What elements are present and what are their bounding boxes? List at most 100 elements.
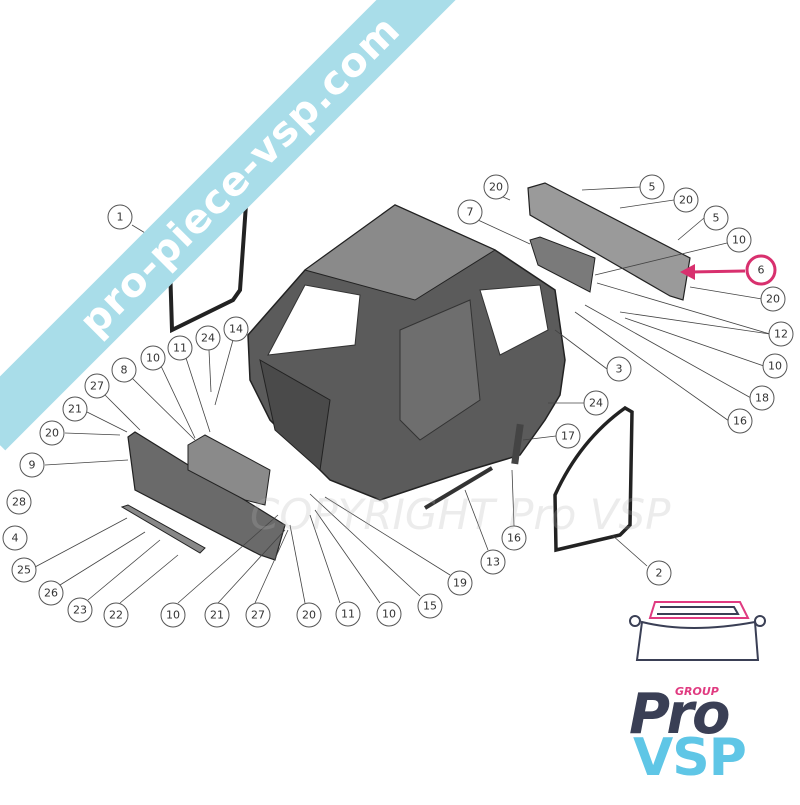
callout-label: 11 <box>173 342 187 355</box>
callout-24[interactable]: 24 <box>583 390 609 416</box>
rear-spoiler-part-6 <box>527 182 691 301</box>
callout-27[interactable]: 27 <box>84 373 110 399</box>
callout-16[interactable]: 16 <box>501 525 527 551</box>
callout-7[interactable]: 7 <box>457 199 483 225</box>
highlight-arrow <box>680 264 746 280</box>
front-bumper-part-9 <box>127 431 286 561</box>
callout-label: 2 <box>656 567 663 580</box>
callout-label: 25 <box>17 564 31 577</box>
callout-12[interactable]: 12 <box>768 321 794 347</box>
callout-10[interactable]: 10 <box>160 602 186 628</box>
callout-11[interactable]: 11 <box>335 601 361 627</box>
callout-25[interactable]: 25 <box>11 557 37 583</box>
callout-13[interactable]: 13 <box>480 549 506 575</box>
pillar-trim-part-17 <box>511 423 524 465</box>
callout-5[interactable]: 5 <box>639 174 665 200</box>
callout-label: 10 <box>732 234 746 247</box>
callout-label: 20 <box>766 293 780 306</box>
callout-19[interactable]: 19 <box>447 570 473 596</box>
callout-17[interactable]: 17 <box>555 423 581 449</box>
callout-label: 10 <box>146 352 160 365</box>
callout-10[interactable]: 10 <box>140 345 166 371</box>
spoiler-bracket-part-7 <box>529 236 596 293</box>
lower-grille-strip <box>120 504 206 554</box>
callout-15[interactable]: 15 <box>417 593 443 619</box>
callout-20[interactable]: 20 <box>39 420 65 446</box>
callout-label: 5 <box>713 212 720 225</box>
callout-21[interactable]: 21 <box>62 396 88 422</box>
callout-label: 10 <box>382 608 396 621</box>
logo-car-icon <box>629 601 766 661</box>
callout-27[interactable]: 27 <box>245 602 271 628</box>
callout-label: 22 <box>109 609 123 622</box>
callout-label: 7 <box>467 206 474 219</box>
callout-label: 6 <box>758 264 765 277</box>
callout-label: 21 <box>210 609 224 622</box>
callout-label: 24 <box>201 332 215 345</box>
callout-9[interactable]: 9 <box>19 452 45 478</box>
callout-26[interactable]: 26 <box>38 580 64 606</box>
callout-label: 21 <box>68 403 82 416</box>
logo-pro-text: Pro <box>629 682 730 747</box>
callout-label: 20 <box>45 427 59 440</box>
callout-label: 9 <box>29 459 36 472</box>
callout-4[interactable]: 4 <box>2 525 28 551</box>
pro-vsp-logo: GROUP Pro VSP <box>615 590 785 790</box>
callout-21[interactable]: 21 <box>204 602 230 628</box>
callout-10[interactable]: 10 <box>726 227 752 253</box>
callout-16[interactable]: 16 <box>727 408 753 434</box>
callout-label: 27 <box>251 609 265 622</box>
callout-label: 20 <box>489 181 503 194</box>
callout-label: 13 <box>486 556 500 569</box>
callout-label: 20 <box>679 194 693 207</box>
highlighted-callout-6[interactable]: 6 <box>745 254 777 286</box>
callout-23[interactable]: 23 <box>67 597 93 623</box>
callout-label: 1 <box>117 211 124 224</box>
callout-11[interactable]: 11 <box>167 335 193 361</box>
callout-20[interactable]: 20 <box>673 187 699 213</box>
callout-1[interactable]: 1 <box>107 204 133 230</box>
callout-22[interactable]: 22 <box>103 602 129 628</box>
callout-20[interactable]: 20 <box>296 602 322 628</box>
door-seal-part-2 <box>553 405 634 553</box>
callout-28[interactable]: 28 <box>6 489 32 515</box>
callout-label: 23 <box>73 604 87 617</box>
copyright-watermark: COPYRIGHT Pro VSP <box>250 490 671 539</box>
callout-label: 3 <box>616 363 623 376</box>
callout-label: 10 <box>768 360 782 373</box>
callout-label: 5 <box>649 181 656 194</box>
logo-vsp-text: VSP <box>633 728 747 788</box>
front-module-part-8 <box>187 434 271 506</box>
callout-label: 12 <box>774 328 788 341</box>
callout-label: 16 <box>733 415 747 428</box>
callout-24[interactable]: 24 <box>195 325 221 351</box>
callout-18[interactable]: 18 <box>749 385 775 411</box>
callout-3[interactable]: 3 <box>606 356 632 382</box>
callout-10[interactable]: 10 <box>762 353 788 379</box>
callout-8[interactable]: 8 <box>111 357 137 383</box>
callout-2[interactable]: 2 <box>646 560 672 586</box>
callout-label: 16 <box>507 532 521 545</box>
callout-label: 11 <box>341 608 355 621</box>
callout-label: 18 <box>755 392 769 405</box>
callout-14[interactable]: 14 <box>223 316 249 342</box>
callout-label: 27 <box>90 380 104 393</box>
callout-label: 24 <box>589 397 603 410</box>
callout-5[interactable]: 5 <box>703 205 729 231</box>
callout-10[interactable]: 10 <box>376 601 402 627</box>
callout-label: 4 <box>12 532 19 545</box>
callout-label: 14 <box>229 323 243 336</box>
callout-label: 26 <box>44 587 58 600</box>
callout-label: 17 <box>561 430 575 443</box>
side-sill-part-13 <box>423 466 494 510</box>
logo-group-text: GROUP <box>675 685 719 698</box>
callout-label: 8 <box>121 364 128 377</box>
callout-label: 19 <box>453 577 467 590</box>
callout-label: 20 <box>302 609 316 622</box>
callout-label: 15 <box>423 600 437 613</box>
callout-20[interactable]: 20 <box>483 174 509 200</box>
callout-20[interactable]: 20 <box>760 286 786 312</box>
